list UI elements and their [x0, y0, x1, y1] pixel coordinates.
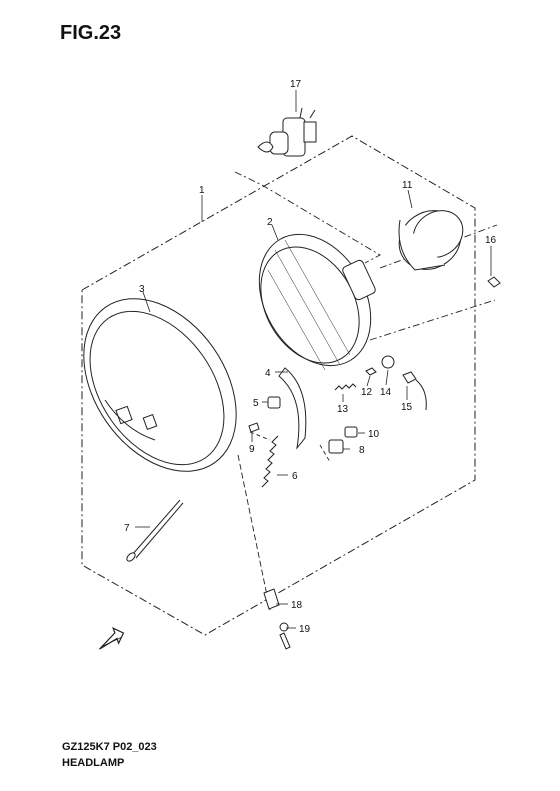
- long-screw-part: [126, 499, 184, 562]
- callout-labels: 1 2 3 4 5 6 7 8 9 10 11 12 13 14 15 16 1…: [124, 79, 497, 635]
- callout-4: 4: [265, 368, 271, 379]
- spring-part: [261, 435, 279, 488]
- callout-18: 18: [291, 600, 303, 611]
- assembly-frame: [81, 135, 476, 636]
- small-parts: [248, 276, 501, 650]
- front-direction-arrow-icon: [99, 627, 125, 650]
- callout-6: 6: [292, 471, 298, 482]
- callout-15: 15: [401, 402, 413, 413]
- figure-name-caption: HEADLAMP: [62, 757, 125, 769]
- callout-leaders: [135, 90, 492, 629]
- callout-14: 14: [380, 387, 392, 398]
- callout-8: 8: [359, 445, 365, 456]
- callout-12: 12: [361, 387, 373, 398]
- callout-10: 10: [368, 429, 380, 440]
- dust-cover-part: [398, 210, 464, 271]
- callout-7: 7: [124, 523, 130, 534]
- bracket-part: [278, 367, 307, 450]
- bulb-part: [257, 107, 317, 157]
- headlamp-rim-part: [83, 298, 237, 472]
- callout-11: 11: [402, 180, 413, 191]
- callout-17: 17: [290, 79, 302, 90]
- callout-2: 2: [267, 217, 273, 228]
- callout-13: 13: [337, 404, 349, 415]
- callout-3: 3: [139, 284, 145, 295]
- callout-19: 19: [299, 624, 311, 635]
- callout-9: 9: [249, 444, 255, 455]
- model-code-caption: GZ125K7 P02_023: [62, 741, 157, 753]
- callout-1: 1: [199, 185, 205, 196]
- small-spring-part: [334, 383, 357, 391]
- callout-5: 5: [253, 398, 259, 409]
- figure-title: FIG.23: [60, 22, 122, 44]
- callout-16: 16: [485, 235, 497, 246]
- lens-unit-part: [258, 233, 376, 371]
